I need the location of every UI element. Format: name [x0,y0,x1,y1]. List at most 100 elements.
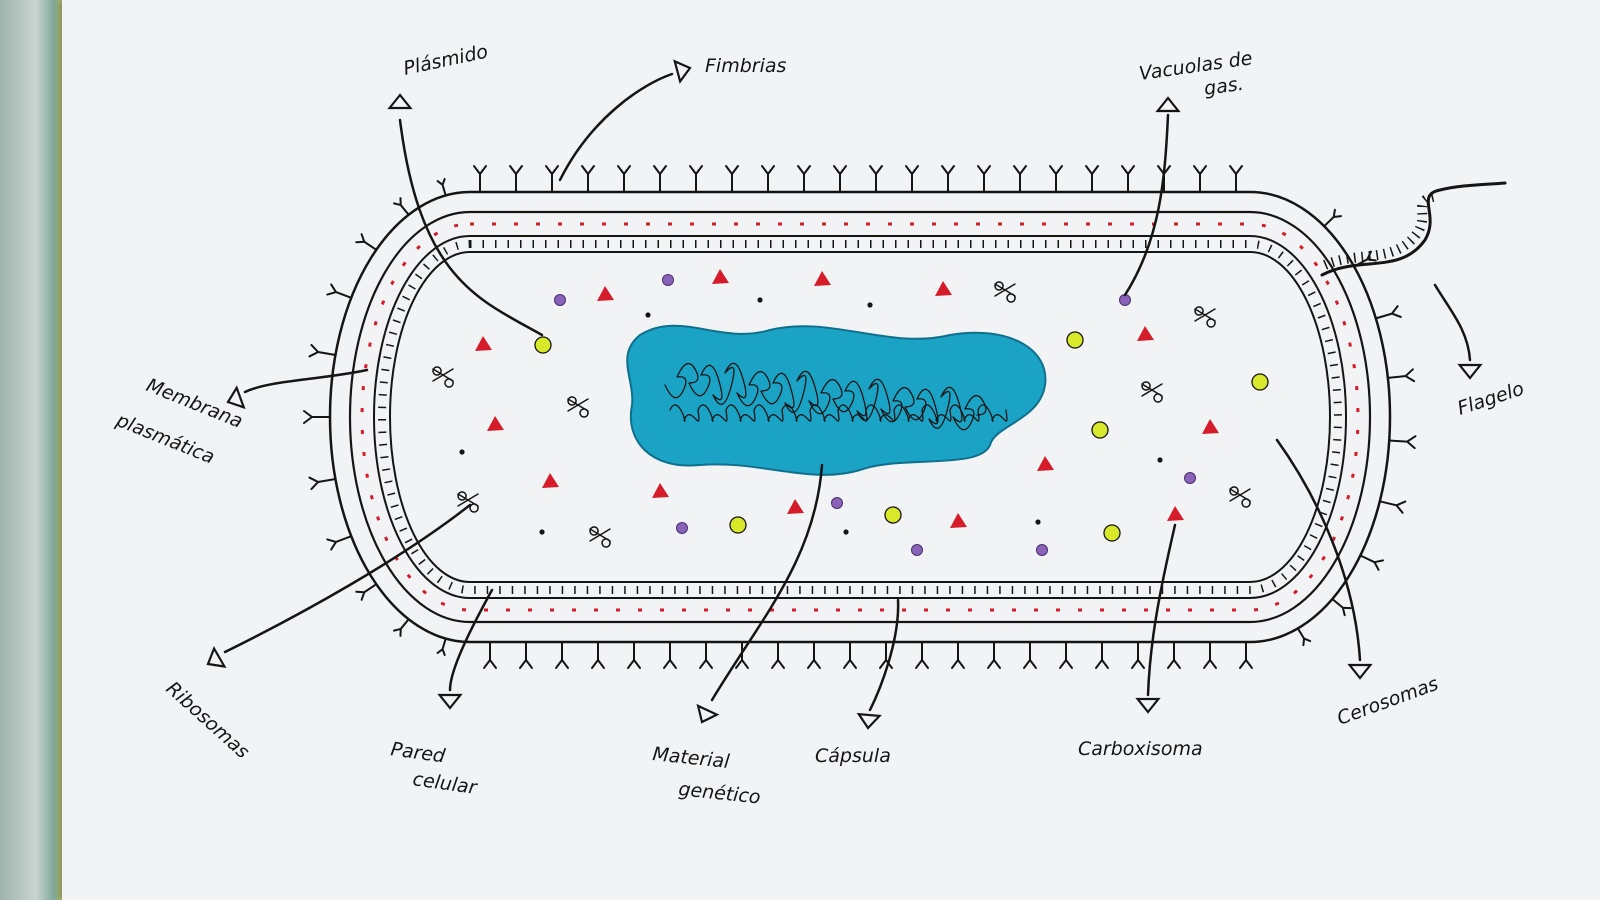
label-pared-2: celular [411,768,479,799]
label-arrows [206,59,1483,730]
pilus [771,641,785,669]
pilus [308,343,337,358]
arrow-head [1135,697,1161,714]
granule-dot [843,529,849,535]
ribosome-marker [787,499,804,514]
pilus [1193,165,1207,193]
capsule-outline [328,190,1392,644]
cell-wall-outline [348,210,1372,624]
pilus [941,165,955,193]
granule-dot [539,529,545,535]
pilus [473,165,487,193]
vacuole-dot [662,274,674,286]
pilus [1049,165,1063,193]
carboxisome-dot [884,506,902,524]
label-material-1: Material [651,743,731,773]
arrow-shaft [1146,523,1177,697]
ribosome-cluster [1229,486,1251,508]
vacuole-dot [1036,544,1048,556]
granule-dot [459,449,465,455]
arrow-head [696,703,720,724]
ribosome-marker [1167,506,1184,521]
membrane-hatching [378,240,1342,594]
pilus [617,165,631,193]
carboxisome-dot [729,516,747,534]
label-carboxisoma: Carboxisoma [1078,738,1203,760]
pilus [1013,165,1027,193]
pilus [905,165,919,193]
pilus [987,641,1001,669]
carboxisome-dot [1066,331,1084,349]
pilus [1085,165,1099,193]
pilus [843,641,857,669]
arrow-shaft [558,72,674,182]
flagellum [1320,181,1507,277]
label-plasmido: Plásmido [401,41,489,80]
pilus [1229,165,1243,193]
pilus [1388,435,1417,450]
pilus [1121,165,1135,193]
granule-dot [1157,457,1163,463]
pilus [869,165,883,193]
arrow-shaft [223,503,472,654]
arrow-shaft [710,463,824,702]
ribosome-marker [597,286,614,301]
pilus [725,165,739,193]
fimbriae-layer [303,165,1417,669]
pilus [1023,641,1037,669]
pilus [1203,641,1217,669]
vacuole-dot [554,294,566,306]
arrow-shaft [1275,438,1362,662]
pilus [627,641,641,669]
arrow-head [387,93,413,110]
pilus [326,283,353,299]
pilus [1239,641,1253,669]
label-pared-1: Pared [389,738,447,768]
pilus [1359,554,1385,571]
label-capsula: Cápsula [815,745,891,767]
arrow-head [1347,663,1373,680]
arrow-head [1155,96,1181,113]
pilus [1331,598,1352,617]
granule-dot [1035,519,1041,525]
ribosome-marker [1202,419,1219,434]
flagellum-hatch [1323,191,1439,270]
pilus [1374,305,1402,320]
pilus [689,165,703,193]
pilus [483,641,497,669]
pilus [833,165,847,193]
arrow-head [673,59,692,84]
ribosome-cluster [457,491,479,513]
arrow-shaft [398,118,544,337]
pilus [1323,208,1343,228]
pilus [1296,627,1312,647]
granule-dot [867,302,873,308]
pilus [392,618,410,637]
ribosome-marker [542,473,559,488]
pilus [392,197,410,216]
ribosome-cluster [432,366,454,388]
arrow-shaft [243,368,369,394]
carboxisome-dot [1251,373,1269,391]
vacuole-dot [676,522,688,534]
ribosome-marker [487,416,504,431]
pilus [1378,500,1407,514]
vacuole-dot [1184,472,1196,484]
arrow-head [226,385,246,410]
pilus [436,637,447,656]
pilus [581,165,595,193]
pilus [436,178,447,197]
arrow-head [437,693,463,710]
pilus [653,165,667,193]
vacuole-dot [911,544,923,556]
ribosome-marker [475,336,492,351]
dna-scribble [664,362,1008,431]
ribosome-cluster [589,526,611,548]
arrow-shaft [868,598,900,712]
pilus [1095,641,1109,669]
pilus [509,165,523,193]
pilus [308,476,337,491]
label-flagelo: Flagelo [1455,378,1527,420]
pilus [915,641,929,669]
